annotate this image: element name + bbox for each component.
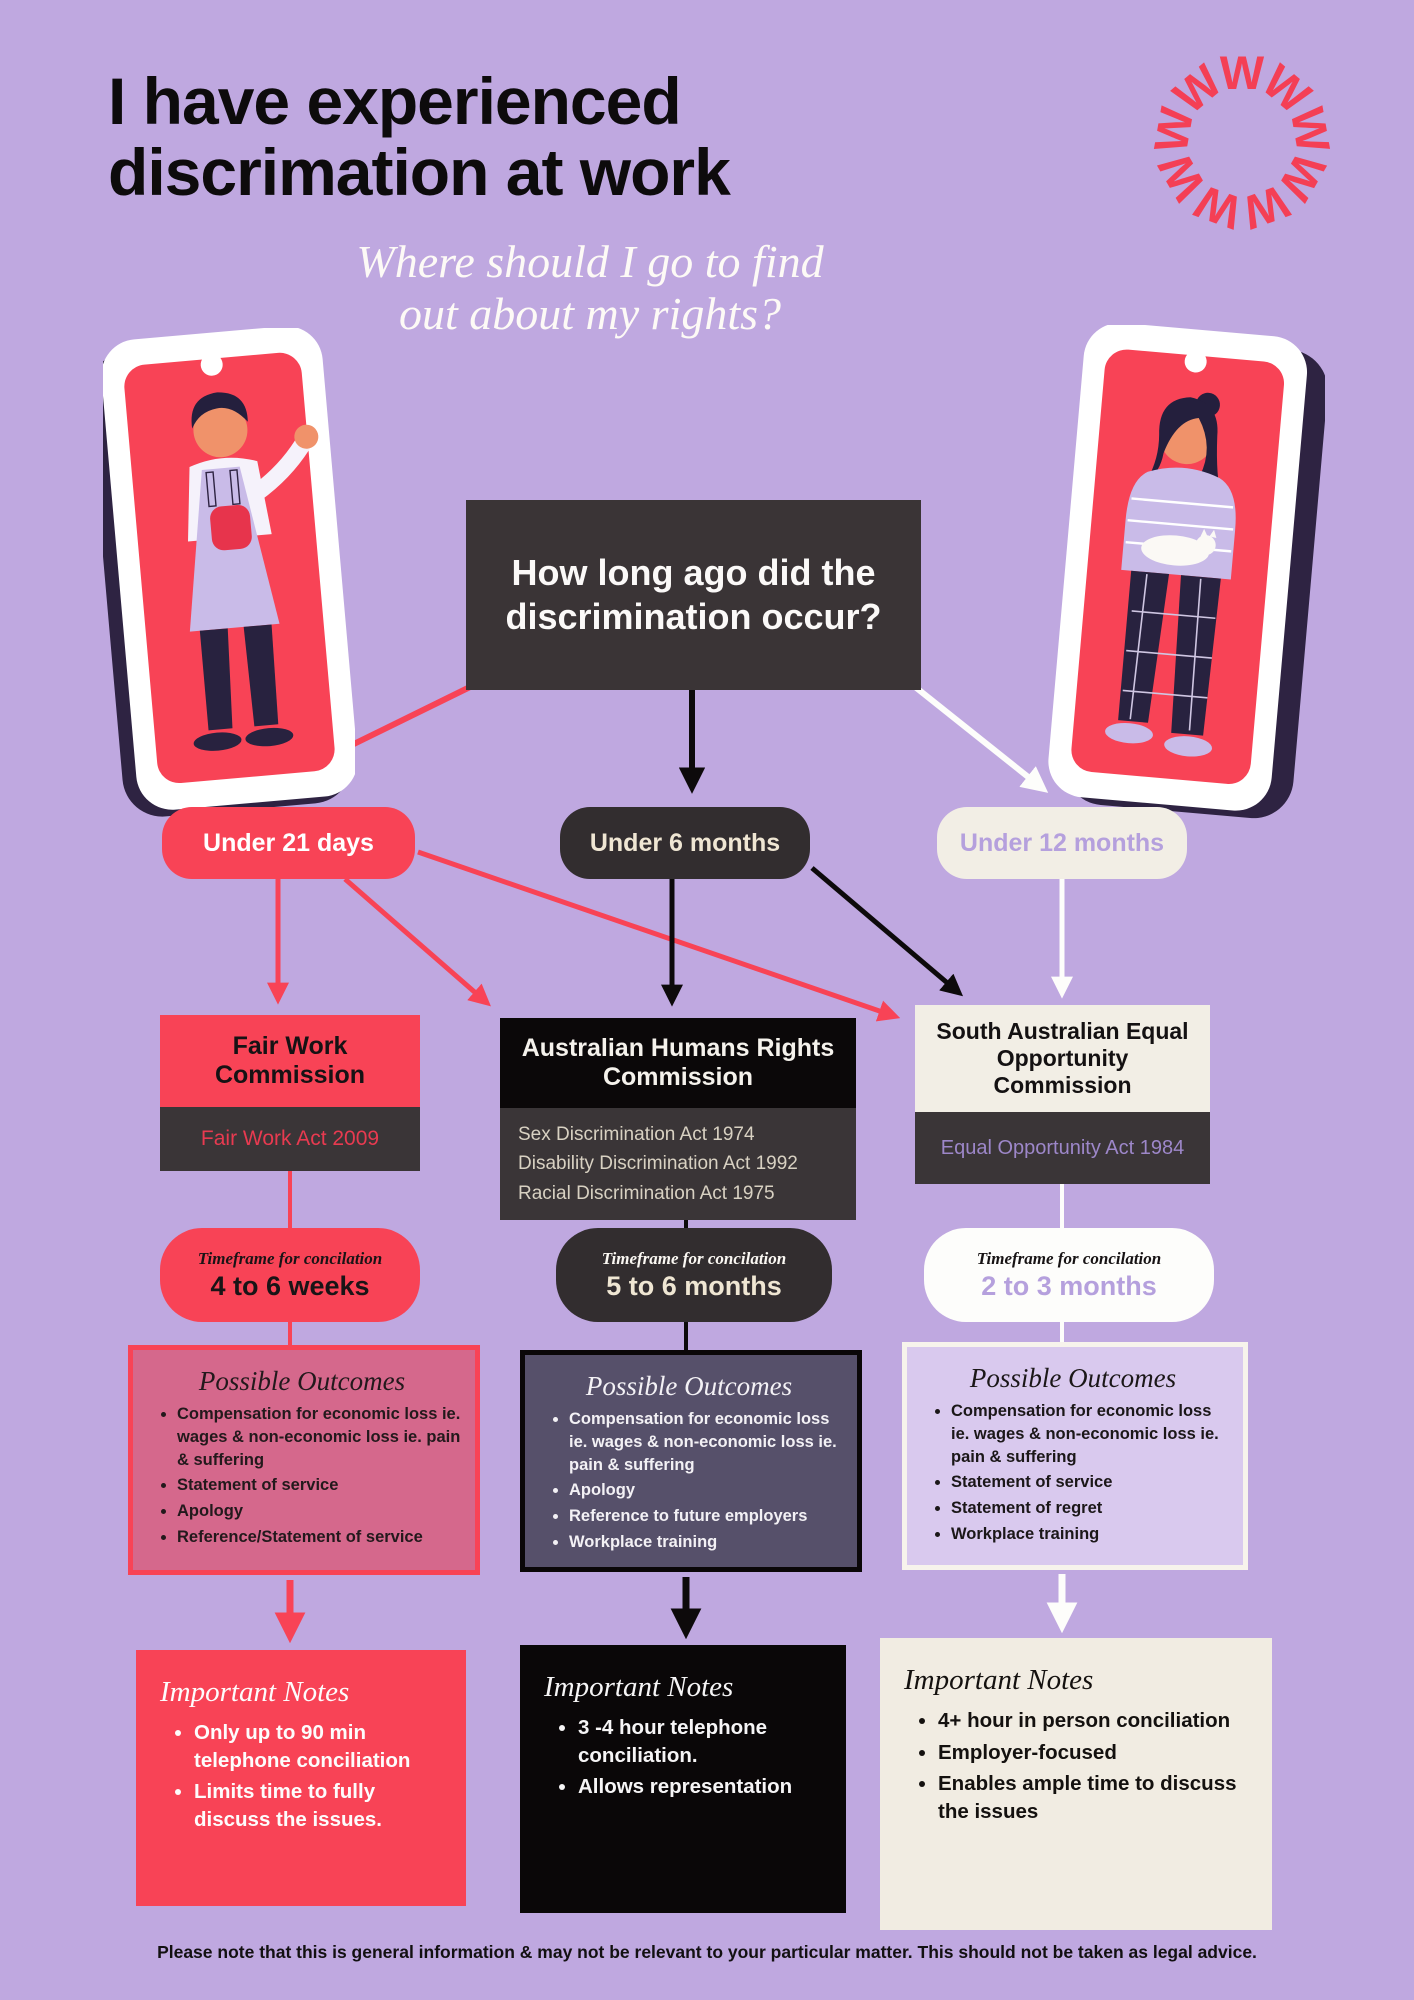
- commission-name: Australian Humans Rights Commission: [500, 1018, 856, 1108]
- timeframe-label: Timeframe for concilation: [197, 1248, 383, 1268]
- timeframe-label: Timeframe for concilation: [976, 1248, 1162, 1268]
- timeframe-label: Timeframe for concilation: [601, 1248, 787, 1268]
- svg-text:W: W: [1220, 50, 1265, 99]
- branch-pill-under-12-months: Under 12 months: [937, 807, 1187, 879]
- timeframe-value: 4 to 6 weeks: [210, 1270, 370, 1301]
- question-box: How long ago did the discrimination occu…: [466, 500, 921, 690]
- commission-name: South Australian Equal Opportunity Commi…: [915, 1005, 1210, 1112]
- branch-pill-label: Under 6 months: [589, 828, 781, 857]
- svg-text:W: W: [1281, 103, 1334, 157]
- list-item: Only up to 90 min telephone conciliation: [194, 1719, 448, 1774]
- list-item: 4+ hour in person conciliation: [938, 1707, 1254, 1735]
- outcomes-list: Compensation for economic loss ie. wages…: [917, 1400, 1229, 1546]
- list-item: 3 -4 hour telephone conciliation.: [578, 1714, 828, 1769]
- notes-fair-work: Important Notes Only up to 90 min teleph…: [136, 1650, 466, 1906]
- outcomes-title: Possible Outcomes: [198, 1366, 406, 1396]
- list-item: Compensation for economic loss ie. wages…: [569, 1408, 843, 1476]
- branch-pill-label: Under 12 months: [959, 828, 1165, 857]
- disclaimer-text: Please note that this is general informa…: [157, 1942, 1257, 1962]
- outcomes-saeoc: Possible Outcomes Compensation for econo…: [902, 1342, 1248, 1570]
- outcomes-list: Compensation for economic loss ie. wages…: [535, 1408, 843, 1554]
- list-item: Statement of service: [951, 1471, 1229, 1494]
- list-item: Reference to future employers: [569, 1505, 843, 1528]
- outcomes-title: Possible Outcomes: [969, 1363, 1177, 1393]
- svg-text:W: W: [1150, 103, 1203, 157]
- list-item: Disability Discrimination Act 1992: [518, 1153, 798, 1175]
- timeframe-pill-fair-work: Timeframe for concilation 4 to 6 weeks: [160, 1228, 420, 1322]
- notes-list: Only up to 90 min telephone conciliation…: [160, 1719, 448, 1834]
- branch-pill-label: Under 21 days: [203, 828, 374, 857]
- subtitle-line-1: Where should I go to find: [356, 236, 824, 287]
- list-item: Workplace training: [951, 1523, 1229, 1546]
- outcomes-ahrc: Possible Outcomes Compensation for econo…: [520, 1350, 862, 1572]
- timeframe-pill-ahrc: Timeframe for concilation 5 to 6 months: [556, 1228, 832, 1322]
- outcomes-title: Possible Outcomes: [585, 1371, 793, 1401]
- list-item: Sex Discrimination Act 1974: [518, 1124, 755, 1145]
- title-line-2: discrimation at work: [108, 134, 731, 209]
- branch-pill-under-21-days: Under 21 days: [162, 807, 415, 879]
- list-item: Compensation for economic loss ie. wages…: [177, 1403, 461, 1471]
- outcomes-list: Compensation for economic loss ie. wages…: [143, 1403, 461, 1549]
- commission-name: Fair Work Commission: [160, 1015, 420, 1107]
- notes-list: 3 -4 hour telephone conciliation. Allows …: [544, 1714, 828, 1801]
- notes-list: 4+ hour in person conciliationEmployer-f…: [904, 1707, 1254, 1826]
- timeframe-pill-saeoc: Timeframe for concilation 2 to 3 months: [924, 1228, 1214, 1322]
- commission-ahrc: Australian Humans Rights Commission Sex …: [500, 1018, 856, 1221]
- list-item: Limits time to fully discuss the issues.: [194, 1778, 448, 1833]
- notes-title: Important Notes: [544, 1671, 734, 1703]
- timeframe-value: 5 to 6 months: [606, 1270, 782, 1301]
- list-item: Reference/Statement of service: [177, 1526, 461, 1549]
- title-line-1: I have experienced: [108, 64, 682, 138]
- question-text: How long ago did the discrimination occu…: [505, 552, 882, 637]
- phone-man-illustration: [103, 328, 355, 817]
- list-item: Employer-focused: [938, 1739, 1254, 1767]
- list-item: Allows representation: [578, 1773, 828, 1801]
- notes-title: Important Notes: [160, 1676, 350, 1708]
- notes-title: Important Notes: [904, 1664, 1094, 1696]
- list-item: Compensation for economic loss ie. wages…: [951, 1400, 1229, 1468]
- list-item: Apology: [569, 1479, 843, 1502]
- commission-saeoc: South Australian Equal Opportunity Commi…: [915, 1005, 1210, 1184]
- branch-pill-under-6-months: Under 6 months: [560, 807, 810, 879]
- notes-ahrc: Important Notes 3 -4 hour telephone conc…: [520, 1645, 846, 1913]
- list-item: Statement of service: [177, 1474, 461, 1497]
- list-item: Racial Discrimination Act 1975: [518, 1182, 775, 1204]
- list-item: Apology: [177, 1500, 461, 1523]
- subtitle-line-2: out about my rights?: [398, 287, 782, 339]
- notes-saeoc: Important Notes 4+ hour in person concil…: [880, 1638, 1272, 1930]
- brand-logo-icon: W W W W W W W W W: [1150, 50, 1334, 234]
- commission-fair-work: Fair Work Commission Fair Work Act 2009: [160, 1015, 420, 1171]
- list-item: Statement of regret: [951, 1497, 1229, 1520]
- timeframe-value: 2 to 3 months: [981, 1270, 1157, 1301]
- list-item: Enables ample time to discuss the issues: [938, 1770, 1254, 1825]
- list-item: Workplace training: [569, 1531, 843, 1554]
- page-subtitle: Where should I go to find out about my r…: [230, 236, 950, 339]
- page-title: I have experienced discrimation at work: [108, 66, 928, 207]
- outcomes-fair-work: Possible Outcomes Compensation for econo…: [128, 1345, 480, 1575]
- commission-acts: Fair Work Act 2009: [160, 1107, 420, 1171]
- commission-acts: Equal Opportunity Act 1984: [915, 1112, 1210, 1184]
- phone-woman-illustration: [1048, 325, 1325, 819]
